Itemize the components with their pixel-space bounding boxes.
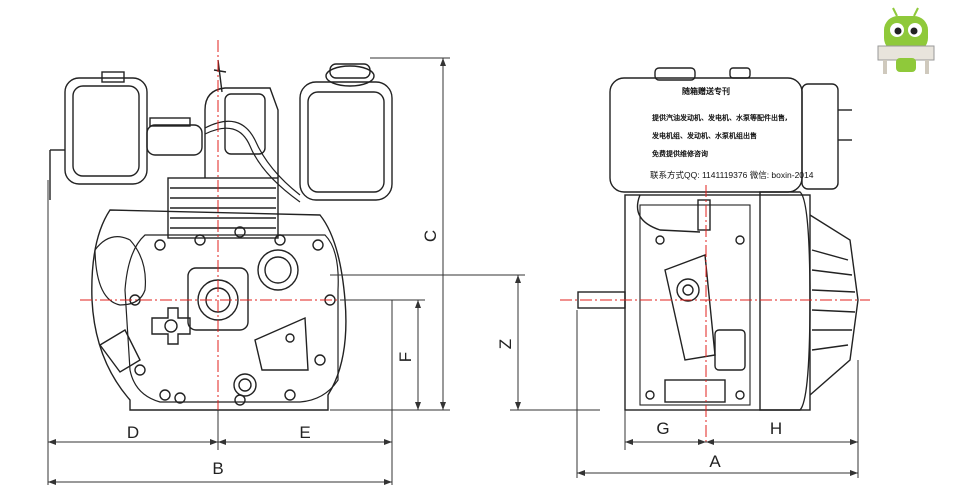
tank-contact: 联系方式QQ: 1141119376 微信: boxin-2014 [650,170,814,180]
robot-mascot-icon [877,7,935,74]
air-filter [64,77,148,185]
tank-line-2: 发电机组、发动机、水泵机组出售 [651,131,757,140]
dim-label-z: Z [496,339,515,349]
dim-label-b: B [212,459,223,478]
tank-title: 随箱赠送专刊 [682,86,730,96]
fuel-cap [325,65,375,87]
side-center-lines [560,185,870,445]
dimension-lines [47,57,859,485]
tank-line-1: 提供汽油发动机、发电机、水泵等配件出售, [651,113,788,122]
tank-label: 随箱赠送专刊 提供汽油发动机、发电机、水泵等配件出售, 发电机组、发动机、水泵机… [650,86,814,180]
tank-line-3: 免费提供维修咨询 [652,149,708,158]
dim-label-d: D [127,423,139,442]
dimension-letters: D E B C F Z G H A [127,230,782,478]
dim-label-f: F [396,352,415,362]
dim-label-e: E [299,423,310,442]
fuel-tank [299,81,393,201]
dim-label-a: A [709,452,721,471]
dim-label-h: H [770,419,782,438]
front-view [49,59,393,411]
dim-label-c: C [421,230,440,242]
dim-label-g: G [656,419,669,438]
arrowheads [48,58,858,485]
front-center-lines [80,40,370,440]
